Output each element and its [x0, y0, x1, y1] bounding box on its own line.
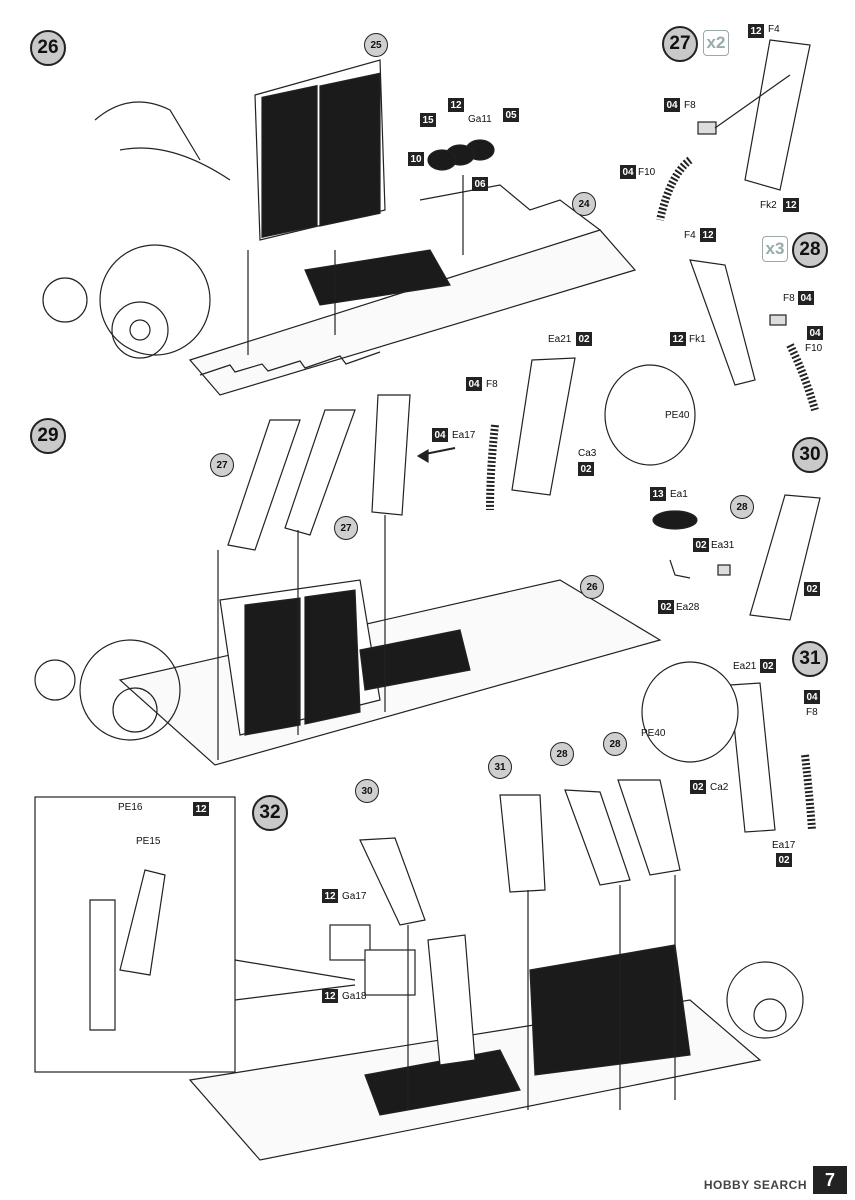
multiplier-badge: x2: [703, 30, 729, 56]
sprue-number: 02: [576, 332, 592, 346]
part-label: Ea21: [733, 661, 757, 672]
part-ref: 27: [210, 453, 234, 477]
part-label: Ea21: [548, 334, 572, 345]
part-label: F8: [684, 100, 696, 111]
part-label: F4: [768, 24, 780, 35]
part-label: F10: [805, 343, 823, 354]
sprue-number: 12: [193, 802, 209, 816]
part-label: Ea17: [772, 840, 796, 851]
sprue-number: 02: [658, 600, 674, 614]
part-label: Fk2: [760, 200, 777, 211]
part-ref: 28: [603, 732, 627, 756]
step29-drawing: [34, 357, 696, 766]
sprue-number: 02: [776, 853, 792, 867]
step27-drawing: [656, 39, 811, 221]
sprue-number: 04: [432, 428, 448, 442]
step-number-28: 28: [792, 232, 828, 268]
sprue-number: 12: [448, 98, 464, 112]
sprue-number: 02: [804, 582, 820, 596]
sprue-number: 02: [690, 780, 706, 794]
sprue-number: 12: [322, 889, 338, 903]
sprue-number: 04: [664, 98, 680, 112]
step-number-31: 31: [792, 641, 828, 677]
multiplier-badge: x3: [762, 236, 788, 262]
part-label: F8: [783, 293, 795, 304]
sprue-number: 10: [408, 152, 424, 166]
part-label: PE40: [641, 728, 666, 739]
page-number: 7: [813, 1166, 847, 1194]
step31-drawing: [641, 661, 816, 833]
step-number-27: 27: [662, 26, 698, 62]
part-label: F4: [684, 230, 696, 241]
part-ref: 31: [488, 755, 512, 779]
part-label: Ga18: [342, 991, 367, 1002]
part-label: Ca3: [578, 448, 597, 459]
part-label: Ga17: [342, 891, 367, 902]
step-number-26: 26: [30, 30, 66, 66]
part-label: Ea1: [670, 489, 688, 500]
part-label: F8: [806, 707, 818, 718]
sprue-number: 12: [748, 24, 764, 38]
part-ref: 28: [550, 742, 574, 766]
sprue-number: 12: [783, 198, 799, 212]
part-ref: 25: [364, 33, 388, 57]
sprue-number: 06: [472, 177, 488, 191]
part-label: Ga11: [468, 114, 492, 125]
sprue-number: 05: [503, 108, 519, 122]
sprue-number: 02: [578, 462, 594, 476]
part-label: Ea17: [452, 430, 476, 441]
part-label: Ea28: [676, 602, 700, 613]
part-ref: 30: [355, 779, 379, 803]
step32-drawing: [34, 779, 804, 1161]
part-ref: 28: [730, 495, 754, 519]
sprue-number: 04: [807, 326, 823, 340]
sprue-number: 13: [650, 487, 666, 501]
part-label: PE15: [136, 836, 161, 847]
step-number-32: 32: [252, 795, 288, 831]
part-label: Ea31: [711, 540, 735, 551]
part-label: Fk1: [689, 334, 706, 345]
sprue-number: 15: [420, 113, 436, 127]
sprue-number: 04: [804, 690, 820, 704]
part-ref: 26: [580, 575, 604, 599]
part-ref: 27: [334, 516, 358, 540]
step28-drawing: [689, 259, 819, 412]
watermark: HOBBY SEARCH: [703, 1178, 807, 1192]
sprue-number: 12: [670, 332, 686, 346]
sprue-number: 12: [322, 989, 338, 1003]
step26-chassis-drawing: [42, 59, 637, 396]
part-label: F10: [638, 167, 656, 178]
sprue-number: 04: [620, 165, 636, 179]
step-number-29: 29: [30, 418, 66, 454]
part-label: PE16: [118, 802, 143, 813]
part-label: Ca2: [710, 782, 729, 793]
part-label: PE40: [665, 410, 690, 421]
sprue-number: 12: [700, 228, 716, 242]
step-number-30: 30: [792, 437, 828, 473]
step30-drawing: [652, 494, 821, 621]
sprue-number: 04: [466, 377, 482, 391]
sprue-number: 02: [760, 659, 776, 673]
sprue-number: 02: [693, 538, 709, 552]
part-label: F8: [486, 379, 498, 390]
part-ref: 24: [572, 192, 596, 216]
sprue-number: 04: [798, 291, 814, 305]
